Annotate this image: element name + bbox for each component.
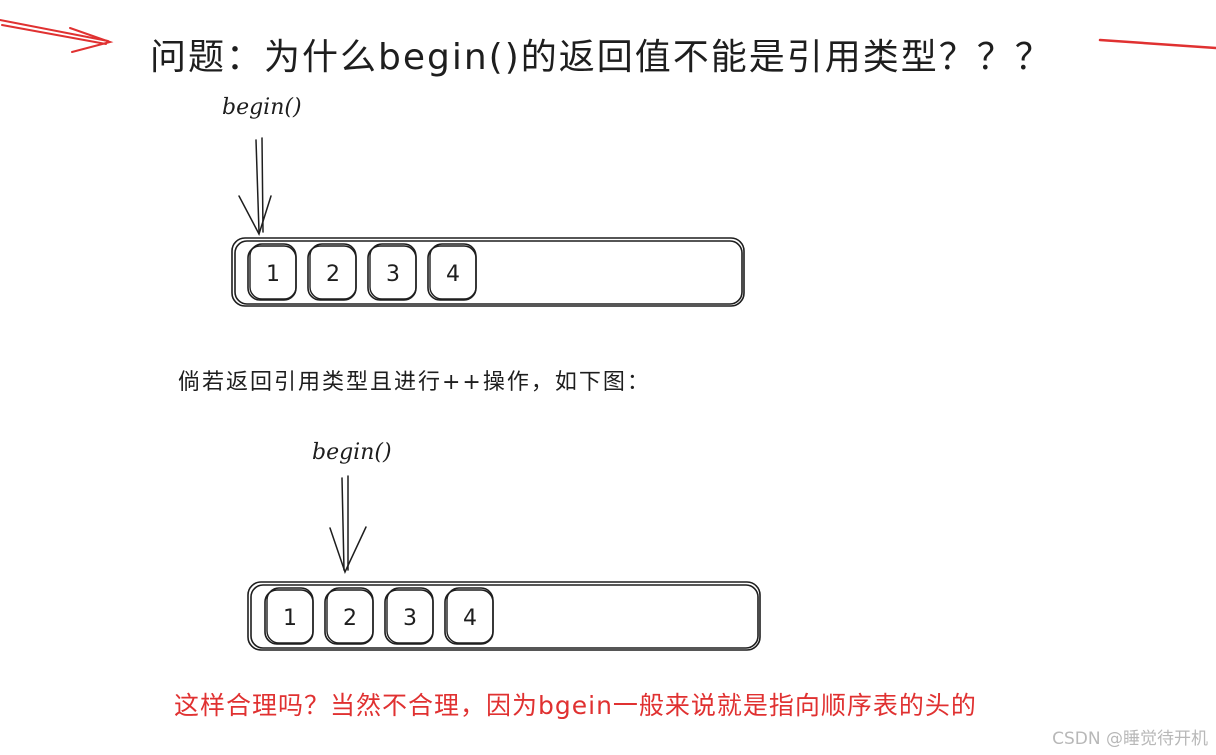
bottom-array-cell-label: 2: [343, 606, 357, 631]
top-array-cell-label: 3: [386, 262, 400, 287]
top-array-cell-label: 1: [266, 262, 280, 287]
top-array-cell-2: 2: [307, 243, 357, 301]
bottom-array-cell-label: 3: [403, 606, 417, 631]
top-array-cell-1: 1: [247, 243, 297, 301]
page-title: 问题：为什么begin()的返回值不能是引用类型？？？: [150, 37, 1053, 78]
bottom-array-cell-1: 1: [264, 587, 314, 645]
bottom-pointer-arrow: [329, 475, 367, 575]
top-pointer-label: begin(): [222, 95, 302, 120]
top-pointer-arrow: [238, 137, 272, 236]
bottom-array-container: [247, 581, 761, 651]
bottom-array-cell-4: 4: [444, 587, 494, 645]
bottom-array-cell-label: 1: [283, 606, 297, 631]
red-underline-decoration: [1098, 38, 1216, 50]
top-array-cell-3: 3: [367, 243, 417, 301]
top-array-cell-label: 2: [326, 262, 340, 287]
bottom-array-cells: 1 2 3 4: [264, 587, 494, 645]
top-array-cell-4: 4: [427, 243, 477, 301]
top-array-cells: 1 2 3 4: [247, 243, 477, 301]
caption-text: 倘若返回引用类型且进行++操作，如下图：: [178, 370, 651, 395]
top-array-container: [231, 237, 745, 307]
bottom-array-cell-label: 4: [463, 606, 477, 631]
bottom-array-cell-2: 2: [324, 587, 374, 645]
conclusion-text: 这样合理吗？当然不合理，因为bgein一般来说就是指向顺序表的头的: [174, 691, 977, 720]
red-arrow-icon: [0, 19, 114, 53]
bottom-pointer-label: begin(): [312, 440, 392, 465]
bottom-array-cell-3: 3: [384, 587, 434, 645]
top-array-cell-label: 4: [446, 262, 460, 287]
watermark: CSDN @睡觉待开机: [1052, 729, 1208, 749]
